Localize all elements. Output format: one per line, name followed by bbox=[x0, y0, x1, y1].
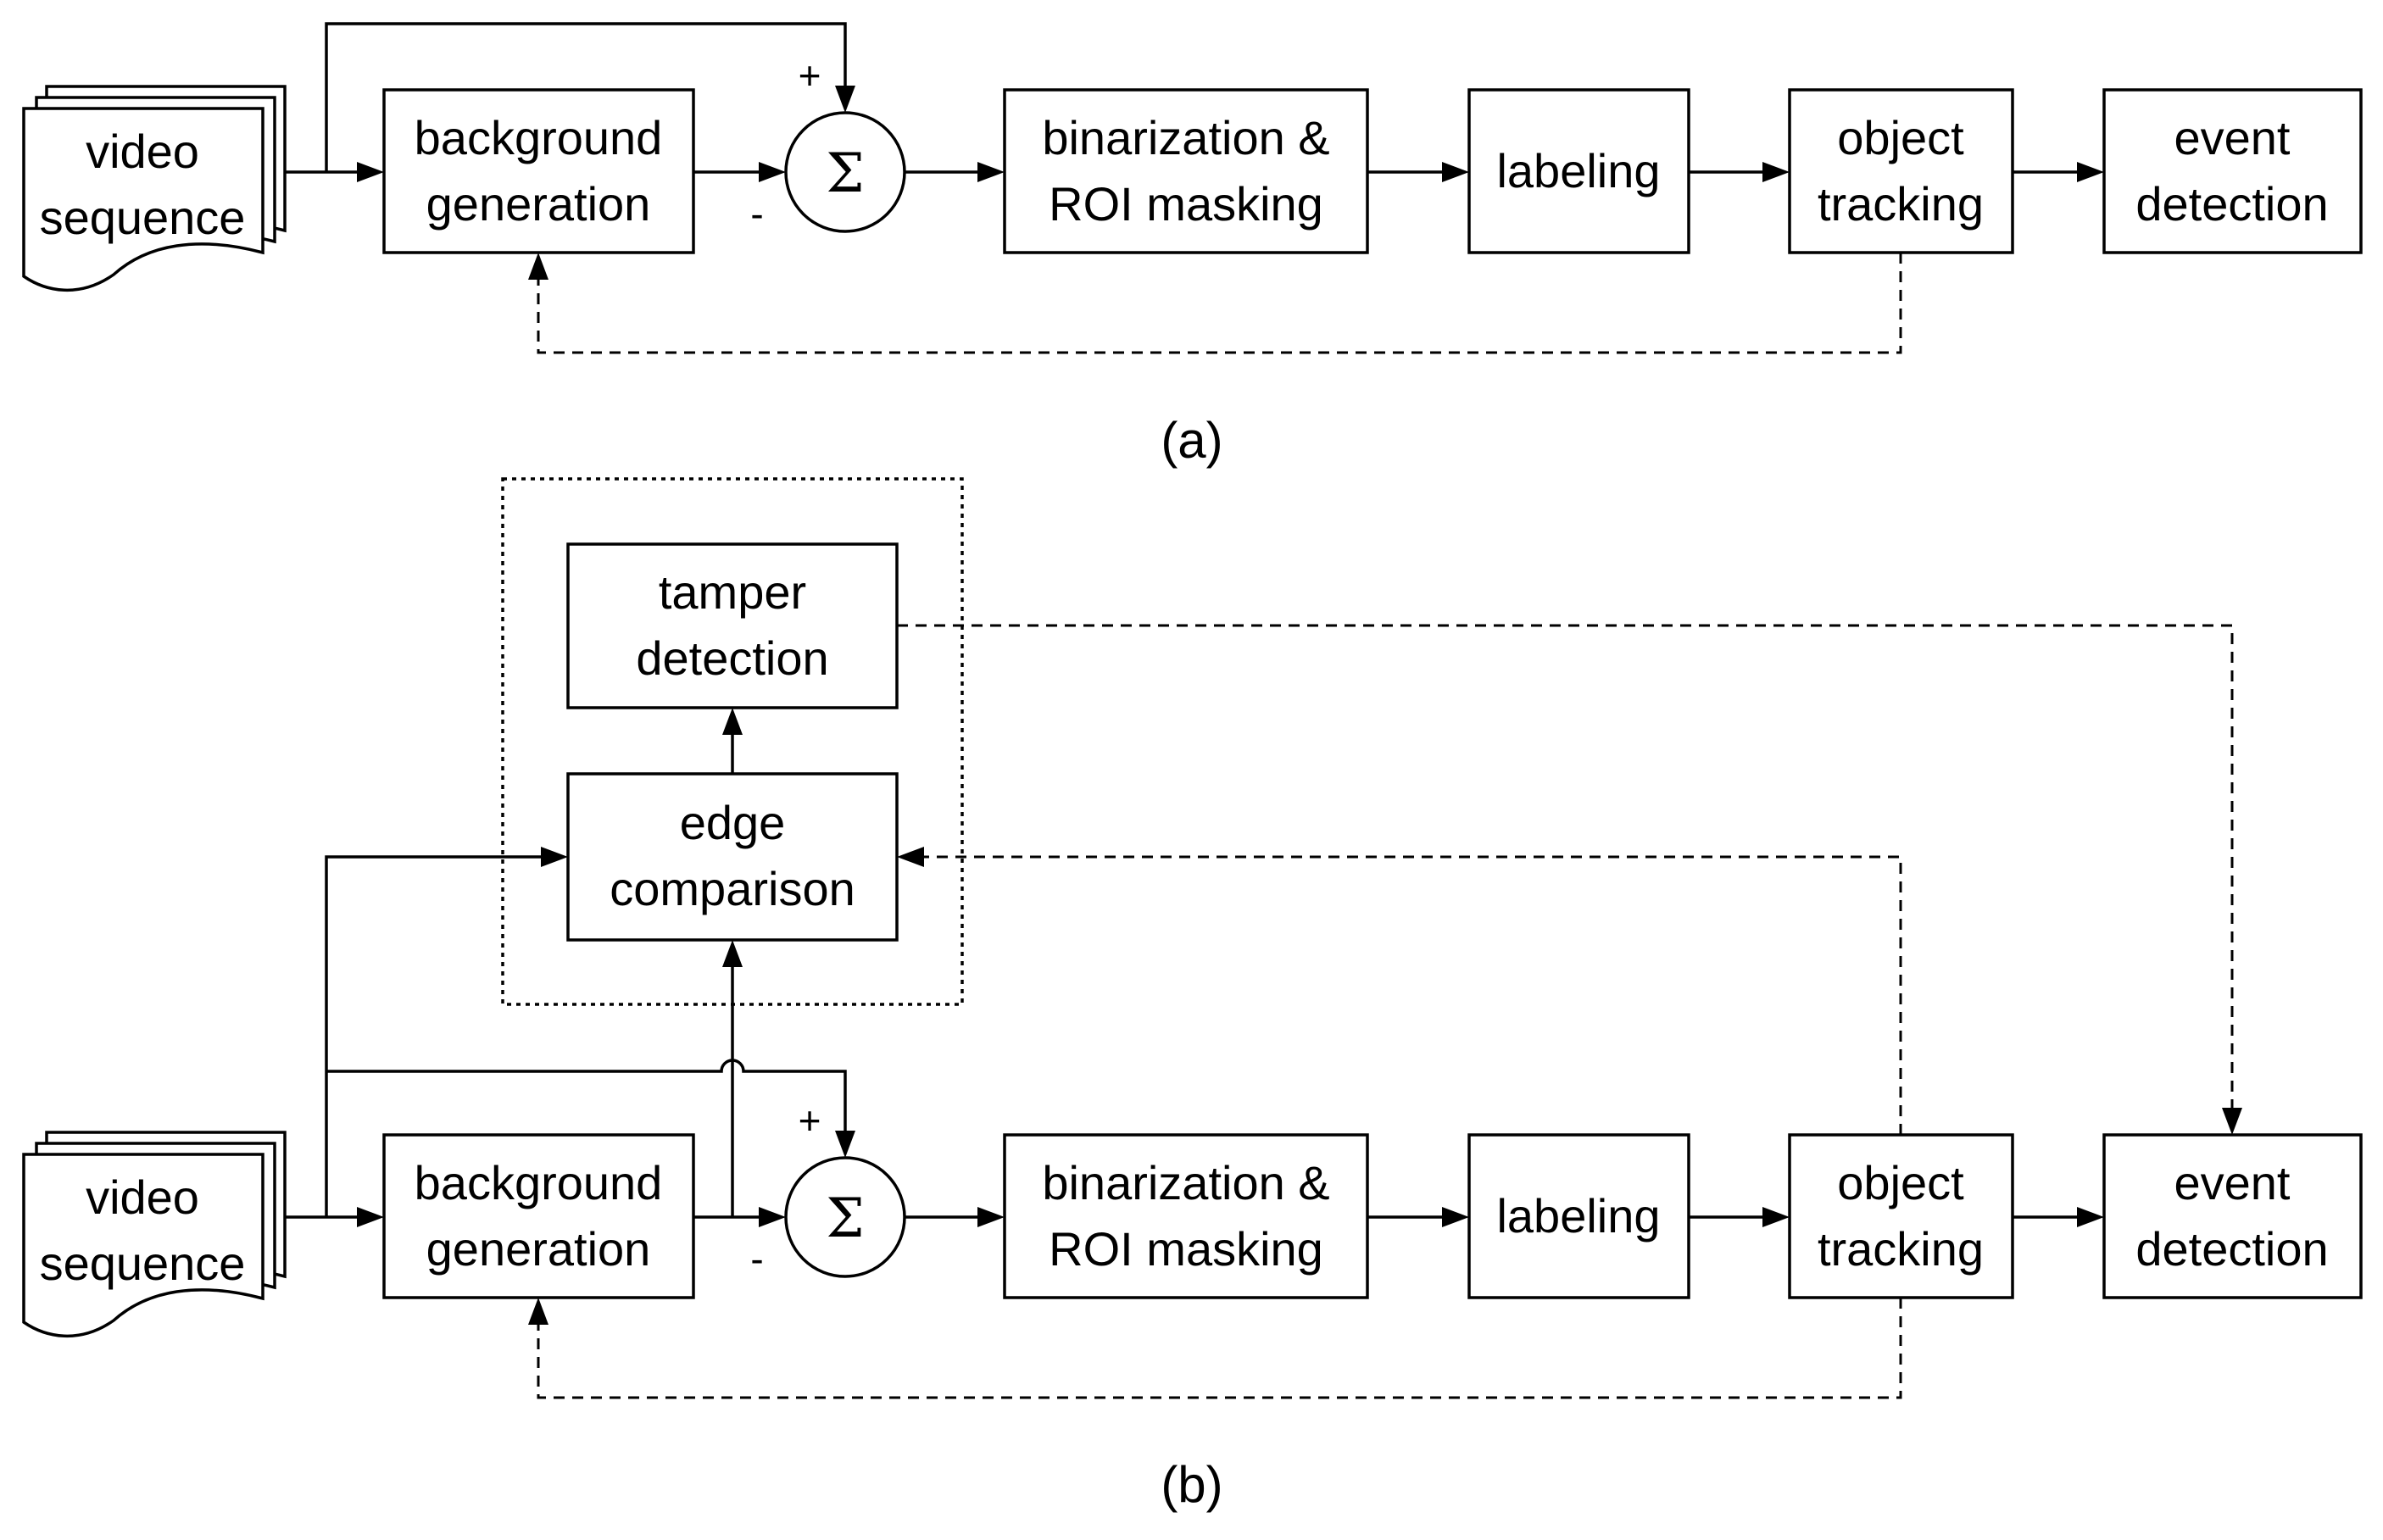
event-detection-label-1: event bbox=[2174, 1156, 2291, 1209]
background-generation-label-2: generation bbox=[426, 177, 651, 231]
event-detection-label-2: detection bbox=[2135, 1222, 2328, 1276]
plus-sign-a: + bbox=[799, 53, 821, 97]
labeling-label: labeling bbox=[1496, 144, 1660, 197]
background-generation-box-a bbox=[382, 88, 695, 254]
binarization-box-b bbox=[1003, 1133, 1369, 1299]
video-sequence-label-1: video bbox=[86, 1170, 199, 1224]
caption-a: (a) bbox=[1161, 412, 1222, 469]
binarization-label-1: binarization & bbox=[1042, 111, 1329, 164]
event-detection-label-2: detection bbox=[2135, 177, 2328, 231]
edge-comparison-label-2: comparison bbox=[610, 862, 855, 915]
object-tracking-label-1: object bbox=[1837, 1156, 1964, 1209]
video-sequence-label-2: sequence bbox=[40, 191, 246, 244]
background-generation-box-b bbox=[382, 1133, 695, 1299]
background-generation-label-2: generation bbox=[426, 1222, 651, 1276]
edge-comparison-box bbox=[566, 772, 899, 942]
edge-comparison-label-1: edge bbox=[680, 796, 786, 849]
object-tracking-label-2: tracking bbox=[1818, 177, 1984, 231]
minus-sign-a: - bbox=[750, 192, 763, 236]
event-detection-box-b bbox=[2102, 1133, 2363, 1299]
connectors-b bbox=[285, 708, 2104, 1227]
video-sequence-label-2: sequence bbox=[40, 1237, 246, 1290]
binarization-label-2: ROI masking bbox=[1049, 177, 1323, 231]
object-tracking-box-b bbox=[1788, 1133, 2014, 1299]
video-sequence-b: video sequence bbox=[22, 1131, 287, 1337]
connectors-a bbox=[285, 22, 2104, 354]
object-tracking-label-1: object bbox=[1837, 111, 1964, 164]
plus-sign-b: + bbox=[799, 1098, 821, 1142]
diagram-a: video sequence background generation Σ +… bbox=[22, 22, 2363, 469]
caption-b: (b) bbox=[1161, 1456, 1222, 1513]
tamper-detection-label-1: tamper bbox=[659, 565, 806, 619]
event-detection-label-1: event bbox=[2174, 111, 2291, 164]
object-tracking-label-2: tracking bbox=[1818, 1222, 1984, 1276]
sigma-symbol-a: Σ bbox=[826, 142, 864, 205]
diagram-b: tamper detection edge comparison video s… bbox=[22, 477, 2363, 1513]
feedback-connectors-b bbox=[528, 624, 2242, 1399]
binarization-label-1: binarization & bbox=[1042, 1156, 1329, 1209]
sigma-symbol-b: Σ bbox=[826, 1187, 864, 1250]
binarization-box-a bbox=[1003, 88, 1369, 254]
video-sequence-label-1: video bbox=[86, 125, 199, 178]
labeling-box-a bbox=[1467, 88, 1690, 254]
tamper-detection-label-2: detection bbox=[636, 631, 828, 685]
binarization-label-2: ROI masking bbox=[1049, 1222, 1323, 1276]
minus-sign-b: - bbox=[750, 1237, 763, 1281]
labeling-label: labeling bbox=[1496, 1189, 1660, 1243]
background-generation-label-1: background bbox=[415, 1156, 663, 1209]
video-sequence-a: video sequence bbox=[22, 85, 287, 292]
tamper-detection-box bbox=[566, 542, 899, 709]
background-generation-label-1: background bbox=[415, 111, 663, 164]
event-detection-box-a bbox=[2102, 88, 2363, 254]
